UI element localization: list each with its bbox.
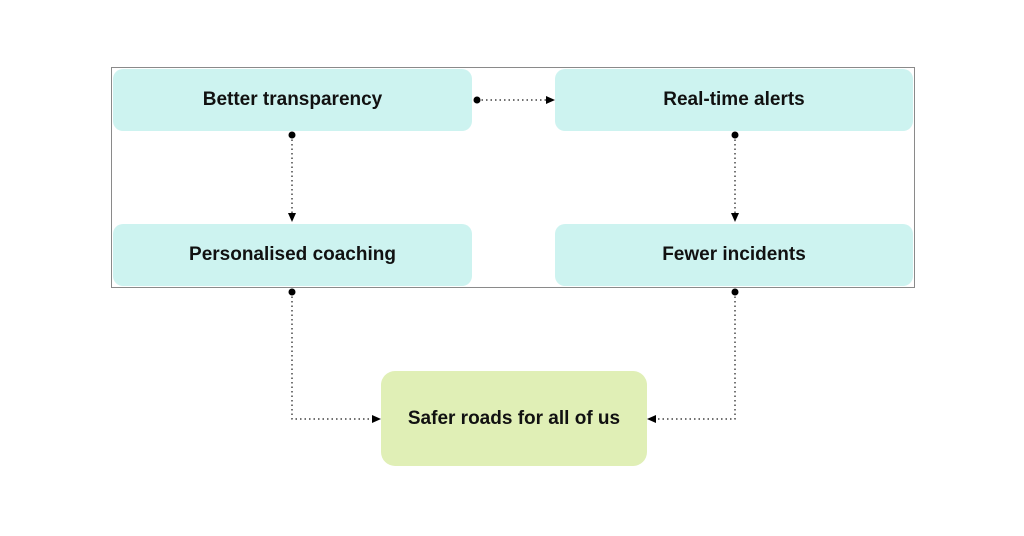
connector-coaching-to-safer: [291, 292, 372, 420]
connector-start-dot: [731, 288, 739, 296]
node-label: Real-time alerts: [663, 89, 805, 110]
arrowhead-right: [372, 415, 381, 423]
node-personalised-coaching: Personalised coaching: [113, 224, 472, 286]
connector-start-dot: [288, 288, 296, 296]
node-better-transparency: Better transparency: [113, 69, 472, 131]
node-label: Personalised coaching: [189, 244, 396, 265]
node-label: Fewer incidents: [662, 244, 806, 265]
node-safer-roads: Safer roads for all of us: [381, 371, 647, 466]
node-fewer-incidents: Fewer incidents: [555, 224, 913, 286]
node-label: Safer roads for all of us: [407, 407, 621, 429]
node-real-time-alerts: Real-time alerts: [555, 69, 913, 131]
group-frame: [111, 67, 915, 288]
node-label: Better transparency: [202, 89, 383, 110]
arrowhead-left: [647, 415, 656, 423]
connector-incidents-to-safer: [656, 292, 736, 420]
